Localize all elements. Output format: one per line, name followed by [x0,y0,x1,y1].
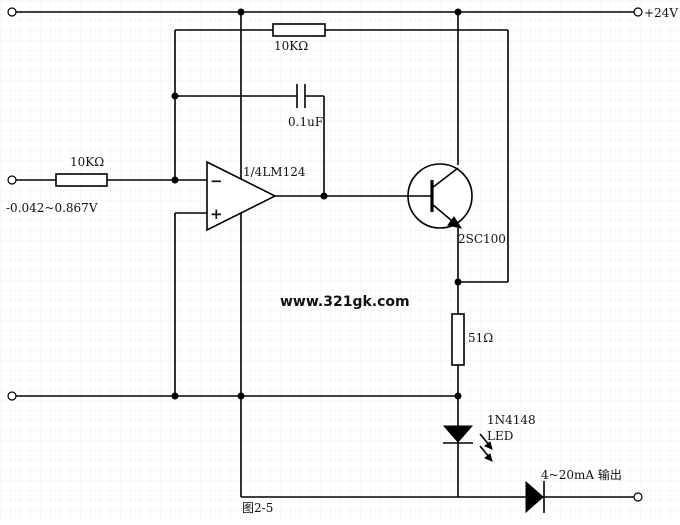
diode-label: 1N4148 [487,413,536,427]
opamp-label: 1/4LM124 [243,165,306,179]
watermark: www.321gk.com [280,294,410,310]
junctions [171,8,462,400]
opamp-noninverting-sign: + [210,205,223,223]
capacitor [296,84,306,108]
transistor-symbol [407,163,473,229]
transistor-label: 2SC100 [458,232,506,246]
output-diode [525,480,545,514]
emitter-resistor [451,313,465,366]
input-range-label: -0.042~0.867V [6,201,98,215]
supply-label: +24V [644,6,678,20]
terminal-ground [7,391,17,401]
terminal-supply [633,7,643,17]
led-label: LED [487,429,513,443]
terminal-output [633,492,643,502]
wires [16,11,634,498]
input-resistor-label: 10KΩ [70,155,104,169]
output-label: 4~20mA 输出 [541,467,622,482]
terminal-input [7,175,17,185]
terminal-left-top [7,7,17,17]
feedback-resistor-label: 10KΩ [274,39,308,53]
feedback-resistor [272,23,326,37]
capacitor-label: 0.1uF [288,115,323,129]
emitter-resistor-label: 51Ω [468,331,493,345]
led-symbol [442,425,493,462]
figure-label: 图2-5 [242,501,273,515]
opamp-inverting-sign: − [210,172,223,190]
input-resistor [55,173,108,187]
opamp-symbol [206,160,277,232]
